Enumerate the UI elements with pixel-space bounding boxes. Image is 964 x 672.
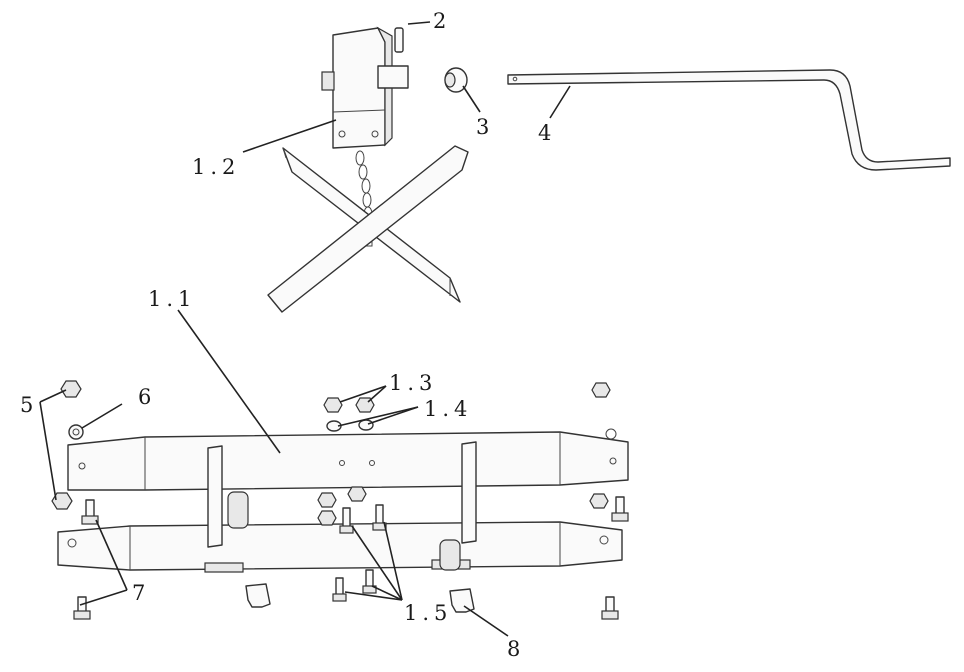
bolts-1-5 [332,504,387,602]
washers-1-4 [326,419,374,432]
label-3: 3 [476,115,489,139]
label-1-2: 1.2 [192,155,240,179]
washer-part-6 [68,424,84,440]
label-7: 7 [132,581,145,605]
nut-part-5 [51,380,611,526]
crank-handle-part-4 [507,69,951,171]
label-1-1: 1.1 [148,287,196,311]
label-1-4: 1.4 [424,397,472,421]
label-6: 6 [138,385,151,409]
label-5: 5 [20,393,33,417]
label-8: 8 [507,637,520,661]
leader-lines [39,21,571,637]
nuts-1-3 [323,397,375,413]
jack-body [321,26,409,149]
bushing-part-3 [444,67,468,93]
label-4: 4 [538,121,551,145]
upper-beam [67,428,629,491]
bolt-part-7 [73,496,629,620]
label-2: 2 [433,9,446,33]
pin-part-2 [394,27,404,53]
label-1-5: 1.5 [404,601,452,625]
label-1-3: 1.3 [389,371,437,395]
lower-beam [57,441,623,573]
cross-base [267,145,469,313]
cap-nut-part-8 [245,583,475,613]
